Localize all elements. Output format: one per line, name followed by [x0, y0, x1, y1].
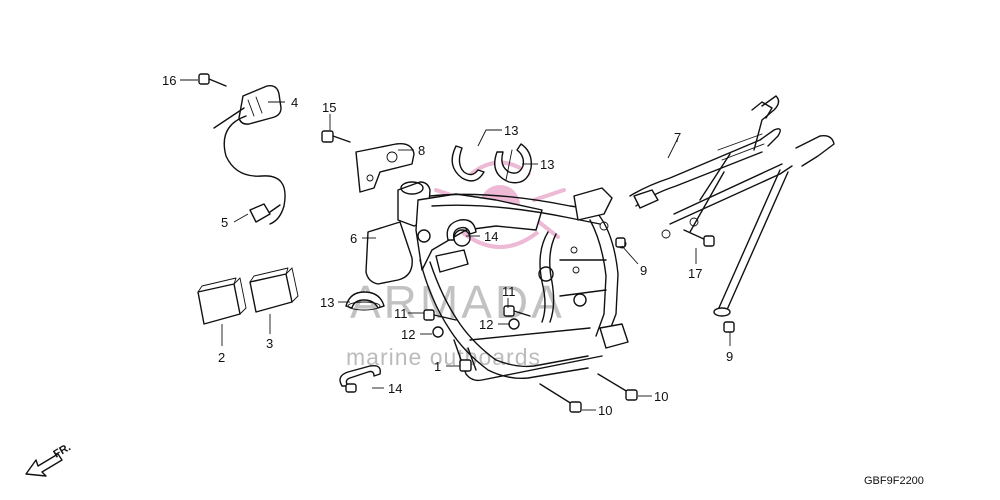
callout-12-b: 12: [479, 317, 493, 332]
part-9-nut-a: [615, 237, 626, 248]
part-12-nut-a: [432, 326, 444, 338]
leader-lines: [180, 79, 731, 411]
part-2-control-unit: [197, 277, 247, 325]
callout-12-a: 12: [401, 327, 415, 342]
callout-9-b: 9: [726, 349, 733, 364]
callout-14-b: 14: [388, 381, 402, 396]
callout-11-a: 11: [394, 306, 408, 321]
part-1-nut: [459, 359, 472, 372]
callout-13-a: 13: [504, 123, 518, 138]
part-14-clamp-b: [339, 364, 381, 393]
part-10-bolt-b: [597, 373, 638, 401]
part-11-bolt-b: [503, 305, 531, 317]
part-14-clamp-a: [446, 219, 477, 241]
callout-10-b: 10: [654, 389, 668, 404]
callout-8: 8: [418, 143, 425, 158]
front-direction-marker: FR.: [25, 441, 73, 477]
watermark-tagline: marine outboards: [346, 344, 541, 370]
part-5-plug-cap: [249, 203, 281, 223]
part-13-clamp-c: [345, 291, 385, 311]
part-11-bolt-a: [423, 309, 457, 321]
callout-7: 7: [674, 130, 681, 145]
callout-11-b: 11: [502, 284, 516, 299]
part-3-control-unit: [249, 267, 299, 313]
callout-1: 1: [434, 359, 441, 374]
part-13-clamp-b: [494, 143, 532, 184]
part-16-bolt: [198, 73, 227, 87]
callout-3: 3: [266, 336, 273, 351]
part-4-ignition-coil: [213, 84, 286, 225]
part-17-bolt: [683, 229, 715, 247]
callout-17: 17: [688, 266, 702, 281]
part-9-nut-b: [723, 321, 735, 333]
part-12-nut-b: [508, 318, 520, 330]
part-8-coil-bracket: [355, 143, 415, 193]
part-13-clamp-a: [451, 145, 485, 182]
callout-6: 6: [350, 231, 357, 246]
drawing-code: GBF9F2200: [864, 475, 924, 487]
callout-15: 15: [322, 100, 336, 115]
part-10-bolt-a: [539, 383, 582, 413]
callout-4: 4: [291, 95, 298, 110]
callout-14-a: 14: [484, 229, 498, 244]
watermark: ARMADA marine outboards: [346, 160, 566, 370]
callout-16: 16: [162, 73, 176, 88]
callout-5: 5: [221, 215, 228, 230]
callout-13-b: 13: [540, 157, 554, 172]
callout-labels: 16 4 15 8 13 13 7 5 6 14 9 17 13 11 11 1…: [162, 73, 733, 418]
front-label: FR.: [52, 441, 73, 460]
callout-9-a: 9: [640, 263, 647, 278]
part-6-main-frame: [365, 181, 629, 382]
part-7-rear-subframe: [629, 95, 835, 317]
callout-10-a: 10: [598, 403, 612, 418]
callout-13-c: 13: [320, 295, 334, 310]
callout-2: 2: [218, 350, 225, 365]
part-15-bolt: [321, 130, 351, 143]
